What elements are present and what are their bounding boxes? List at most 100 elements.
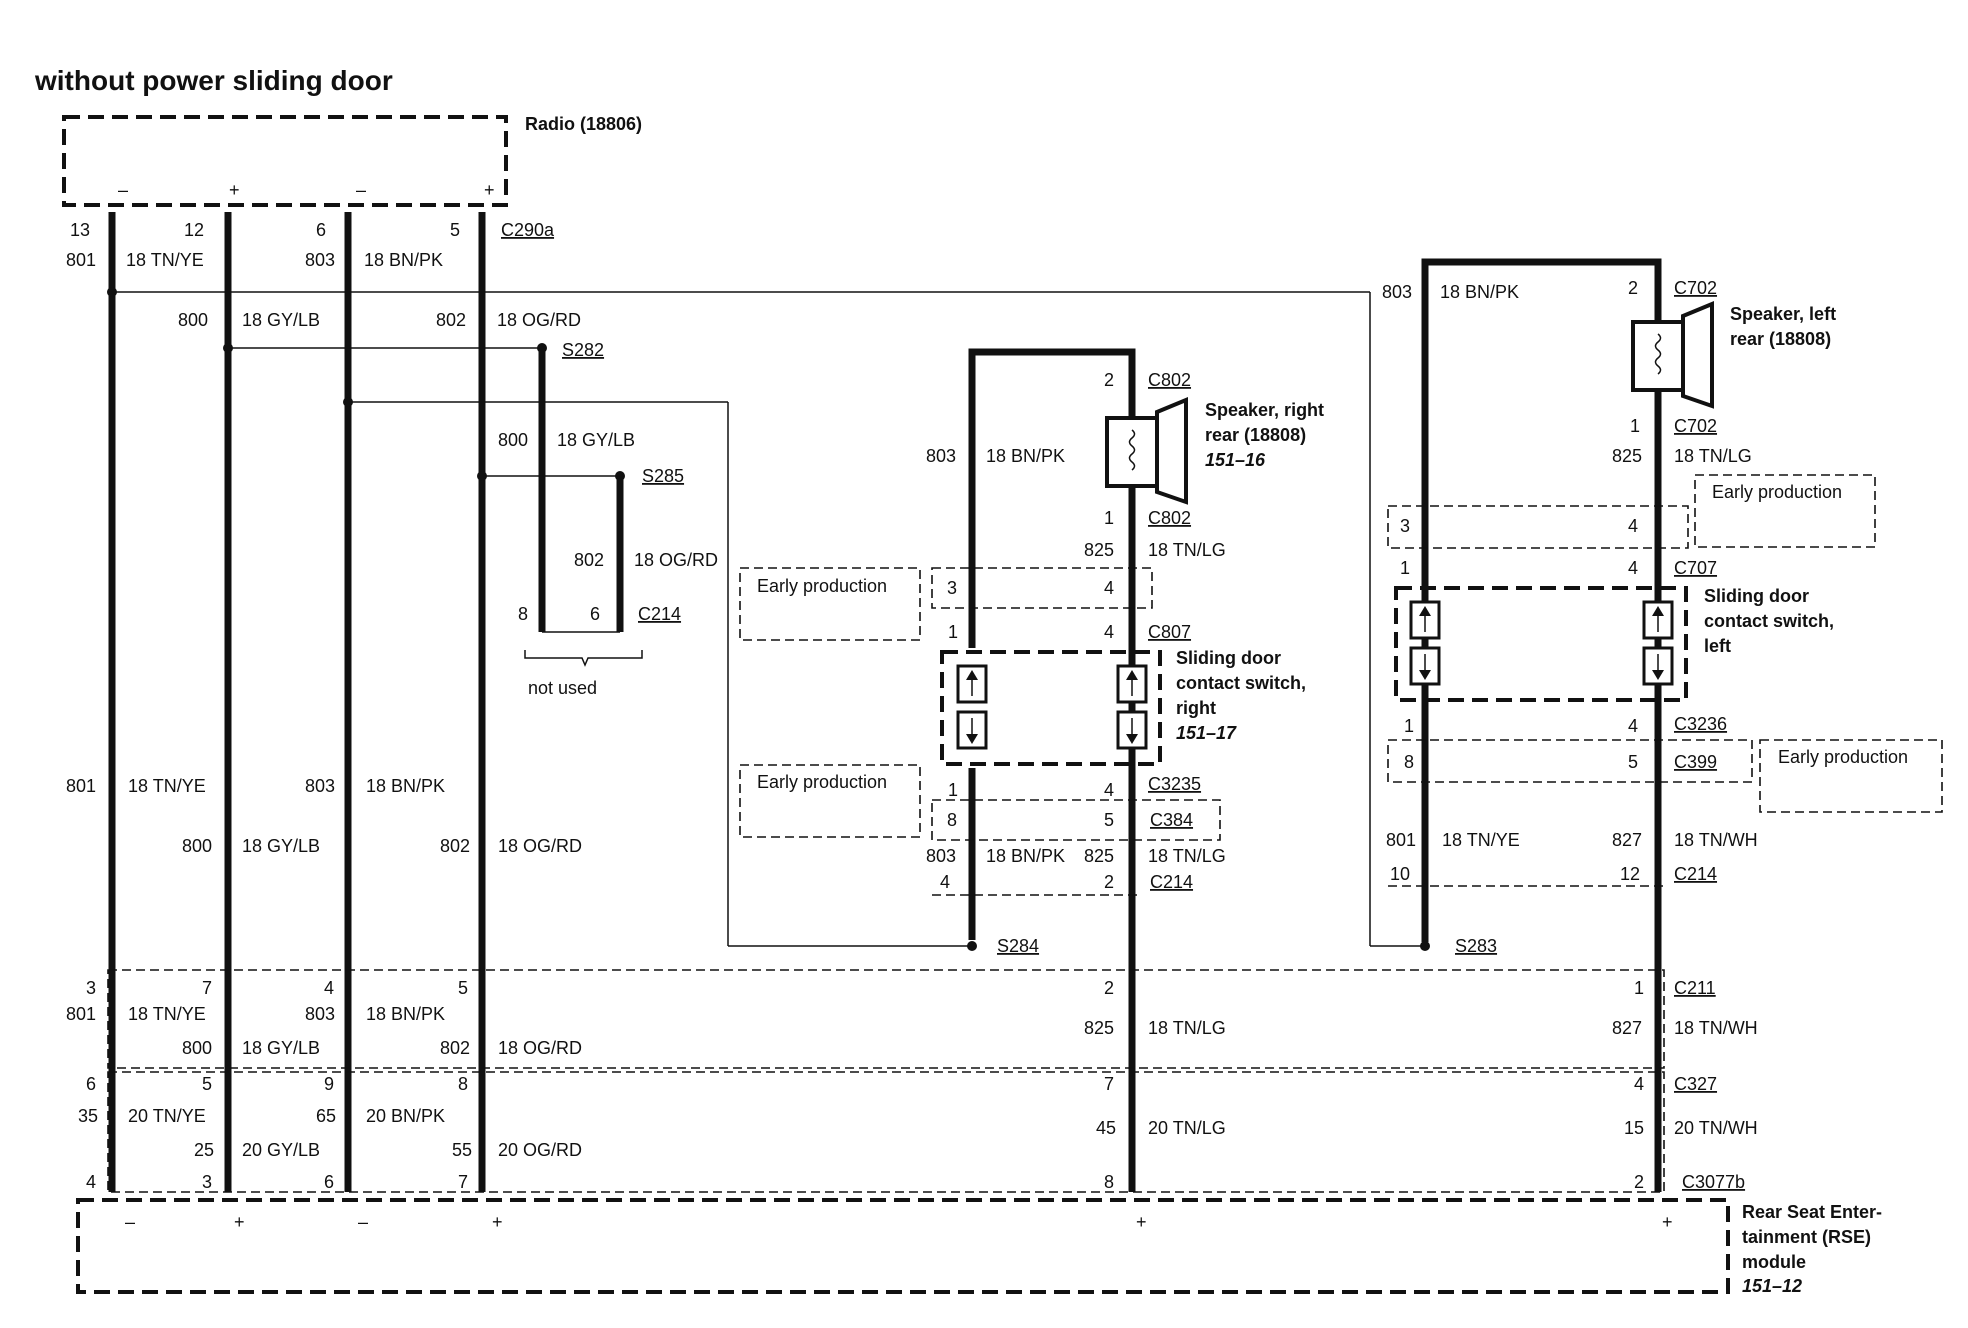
c3077-pin-6: 6 xyxy=(324,1172,334,1192)
c211-pin-2: 2 xyxy=(1104,978,1114,998)
c3077-pin-7: 7 xyxy=(458,1172,468,1192)
c211-pin-5: 5 xyxy=(458,978,468,998)
connector-c214-b: C214 xyxy=(1150,872,1193,892)
wire-gylb: 18 GY/LB xyxy=(242,310,320,330)
c327-wire-ogrd: 20 OG/RD xyxy=(498,1140,582,1160)
c327-pin-8: 8 xyxy=(458,1074,468,1094)
rse-pin-plus-2: + xyxy=(492,1212,503,1232)
circuit-802: 802 xyxy=(436,310,466,330)
rse-pin-plus-4: + xyxy=(1662,1212,1673,1232)
rse-pin-minus-1: – xyxy=(125,1212,135,1232)
c327-pin-7: 7 xyxy=(1104,1074,1114,1094)
c327-wire-tnwh: 20 TN/WH xyxy=(1674,1118,1758,1138)
pin-6b: 6 xyxy=(590,604,600,624)
c399-pin-8: 8 xyxy=(1404,752,1414,772)
c327-pin-6: 6 xyxy=(86,1074,96,1094)
speaker-right-label-1: Speaker, right xyxy=(1205,400,1324,420)
c3077-pin-4: 4 xyxy=(86,1172,96,1192)
r-circuit-803: 803 xyxy=(926,846,956,866)
c327-pin-4: 4 xyxy=(1634,1074,1644,1094)
ep1-pin-3: 3 xyxy=(947,578,957,598)
wire-ogrd-b: 18 OG/RD xyxy=(634,550,718,570)
splice-s285: S285 xyxy=(642,466,684,486)
c211-pin-1: 1 xyxy=(1634,978,1644,998)
switch-right-symbol xyxy=(956,664,1148,750)
splice-s284: S284 xyxy=(997,936,1039,956)
c384-pin-5: 5 xyxy=(1104,810,1114,830)
splice-s282: S282 xyxy=(562,340,604,360)
l-wire-tnye: 18 TN/YE xyxy=(1442,830,1520,850)
pin-5: 5 xyxy=(450,220,460,240)
connector-c399: C399 xyxy=(1674,752,1717,772)
connector-c290a: C290a xyxy=(501,220,555,240)
r-wire-bnpk: 18 BN/PK xyxy=(986,846,1065,866)
c211-wire-bnpk: 18 BN/PK xyxy=(366,1004,445,1024)
sr-pin-1: 1 xyxy=(1104,508,1114,528)
speaker-left-label-2: rear (18808) xyxy=(1730,329,1831,349)
radio-pin-minus-2: – xyxy=(356,180,366,200)
rse-label-3: module xyxy=(1742,1252,1806,1272)
sr-wire-bnpk: 18 BN/PK xyxy=(986,446,1065,466)
wire-ogrd-c: 18 OG/RD xyxy=(498,836,582,856)
left-speaker-circuit xyxy=(1421,258,1662,1192)
rse-ref: 151–12 xyxy=(1742,1276,1802,1296)
c3077-pin-8: 8 xyxy=(1104,1172,1114,1192)
sl-wire-bnpk: 18 BN/PK xyxy=(1440,282,1519,302)
c327-pin-9: 9 xyxy=(324,1074,334,1094)
rse-pin-plus-1: + xyxy=(234,1212,245,1232)
early-production-label-1: Early production xyxy=(757,576,887,596)
sl-pin-1: 1 xyxy=(1630,416,1640,436)
c384-pin-8: 8 xyxy=(947,810,957,830)
early-production-box-2 xyxy=(739,764,921,838)
wire-tnye: 18 TN/YE xyxy=(126,250,204,270)
c211-pin-7: 7 xyxy=(202,978,212,998)
c327-circuit-15: 15 xyxy=(1624,1118,1644,1138)
early-production-box-3 xyxy=(1694,474,1876,548)
c214l-pin-12: 12 xyxy=(1620,864,1640,884)
diagram-title: without power sliding door xyxy=(34,65,393,96)
c211-circuit-801: 801 xyxy=(66,1004,96,1024)
speaker-left-label-1: Speaker, left xyxy=(1730,304,1836,324)
speaker-right-label-2: rear (18808) xyxy=(1205,425,1306,445)
wire-gylb-b: 18 GY/LB xyxy=(557,430,635,450)
ep3-pin-3: 3 xyxy=(1400,516,1410,536)
c327-circuit-65: 65 xyxy=(316,1106,336,1126)
c807-pin-1: 1 xyxy=(948,622,958,642)
rse-label-2: tainment (RSE) xyxy=(1742,1227,1871,1247)
sl-wire-tnlg: 18 TN/LG xyxy=(1674,446,1752,466)
c3236-pin-4: 4 xyxy=(1628,716,1638,736)
c211-wire-ogrd: 18 OG/RD xyxy=(498,1038,582,1058)
connector-box-c384 xyxy=(931,799,1221,841)
connector-c707: C707 xyxy=(1674,558,1717,578)
circuit-802-c: 802 xyxy=(440,836,470,856)
switch-left-symbol xyxy=(1409,600,1674,686)
pin-6: 6 xyxy=(316,220,326,240)
splice-s283: S283 xyxy=(1455,936,1497,956)
connector-c384: C384 xyxy=(1150,810,1193,830)
connector-c702-top: C702 xyxy=(1674,278,1717,298)
switch-right-ref: 151–17 xyxy=(1176,723,1237,743)
connector-c327: C327 xyxy=(1674,1074,1717,1094)
circuit-803-b: 803 xyxy=(305,776,335,796)
not-used-label: not used xyxy=(528,678,597,698)
c211-wire-tnwh: 18 TN/WH xyxy=(1674,1018,1758,1038)
radio-pin-plus-1: + xyxy=(229,180,240,200)
c211-circuit-825: 825 xyxy=(1084,1018,1114,1038)
connector-band-c211 xyxy=(107,969,1665,1069)
l-circuit-801: 801 xyxy=(1386,830,1416,850)
wire-bnpk-b: 18 BN/PK xyxy=(366,776,445,796)
wire-tnye-b: 18 TN/YE xyxy=(128,776,206,796)
circuit-803: 803 xyxy=(305,250,335,270)
connector-box-ep3 xyxy=(1387,505,1689,549)
rse-pin-minus-2: – xyxy=(358,1212,368,1232)
c327-wire-tnlg: 20 TN/LG xyxy=(1148,1118,1226,1138)
connector-c702-bot: C702 xyxy=(1674,416,1717,436)
early-production-label-2: Early production xyxy=(757,772,887,792)
c214l-pin-10: 10 xyxy=(1390,864,1410,884)
c327-pin-5: 5 xyxy=(202,1074,212,1094)
circuit-800-c: 800 xyxy=(182,836,212,856)
speaker-right-ref: 151–16 xyxy=(1205,450,1266,470)
early-production-box-1 xyxy=(739,567,921,641)
radio-pin-minus-1: – xyxy=(118,180,128,200)
